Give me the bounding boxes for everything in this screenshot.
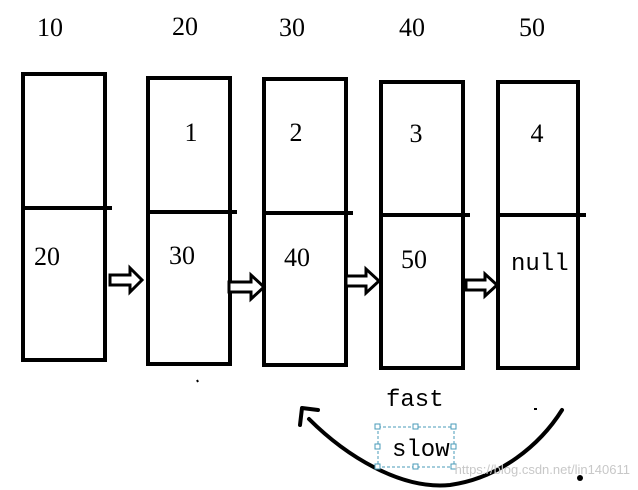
slow-pointer-label: slow [392, 437, 450, 464]
resize-handle-w[interactable] [374, 443, 381, 450]
node-2-data: 1 [185, 118, 198, 147]
node-1: 20 [21, 72, 112, 362]
watermark: https://blog.csdn.net/lin140611 [455, 462, 630, 477]
resize-handle-n[interactable] [412, 423, 419, 430]
node-3-next: 40 [284, 243, 310, 272]
node-4-box [379, 80, 465, 370]
node-1-address: 10 [37, 13, 63, 42]
node-1-next: 20 [34, 242, 60, 271]
node-3: 2 40 [262, 77, 353, 367]
node-5: 4 null [496, 80, 586, 370]
hollow-right-arrow-icon [344, 265, 382, 297]
node-3-box [262, 77, 348, 367]
hollow-right-arrow-icon [108, 264, 145, 296]
stray-mark [196, 379, 199, 383]
resize-handle-se[interactable] [450, 463, 457, 470]
node-5-box [496, 80, 580, 370]
resize-handle-nw[interactable] [374, 423, 381, 430]
node-3-data: 2 [290, 118, 303, 147]
hollow-right-arrow-icon [227, 271, 267, 303]
node-2-address: 20 [172, 12, 198, 41]
node-2: 1 30 [146, 76, 237, 366]
slow-pointer-textbox[interactable]: slow [374, 423, 457, 470]
node-3-address: 30 [279, 13, 305, 42]
node-1-box [21, 72, 107, 362]
fast-pointer-label: fast [386, 387, 444, 414]
hollow-right-arrow-icon [464, 270, 500, 300]
resize-handle-sw[interactable] [374, 463, 381, 470]
node-4: 3 50 [379, 80, 470, 370]
resize-handle-ne[interactable] [450, 423, 457, 430]
node-4-data: 3 [410, 119, 423, 148]
node-5-data: 4 [531, 119, 544, 148]
node-2-next: 30 [169, 241, 195, 270]
node-2-box [146, 76, 232, 366]
node-5-next: null [511, 251, 569, 278]
resize-handle-s[interactable] [412, 463, 419, 470]
stray-dot [577, 475, 583, 481]
node-4-address: 40 [399, 13, 425, 42]
curved-loop-arrow-icon [298, 406, 564, 488]
node-4-next: 50 [401, 245, 427, 274]
node-5-address: 50 [519, 13, 545, 42]
resize-handle-e[interactable] [450, 443, 457, 450]
stray-mark [146, 242, 150, 247]
